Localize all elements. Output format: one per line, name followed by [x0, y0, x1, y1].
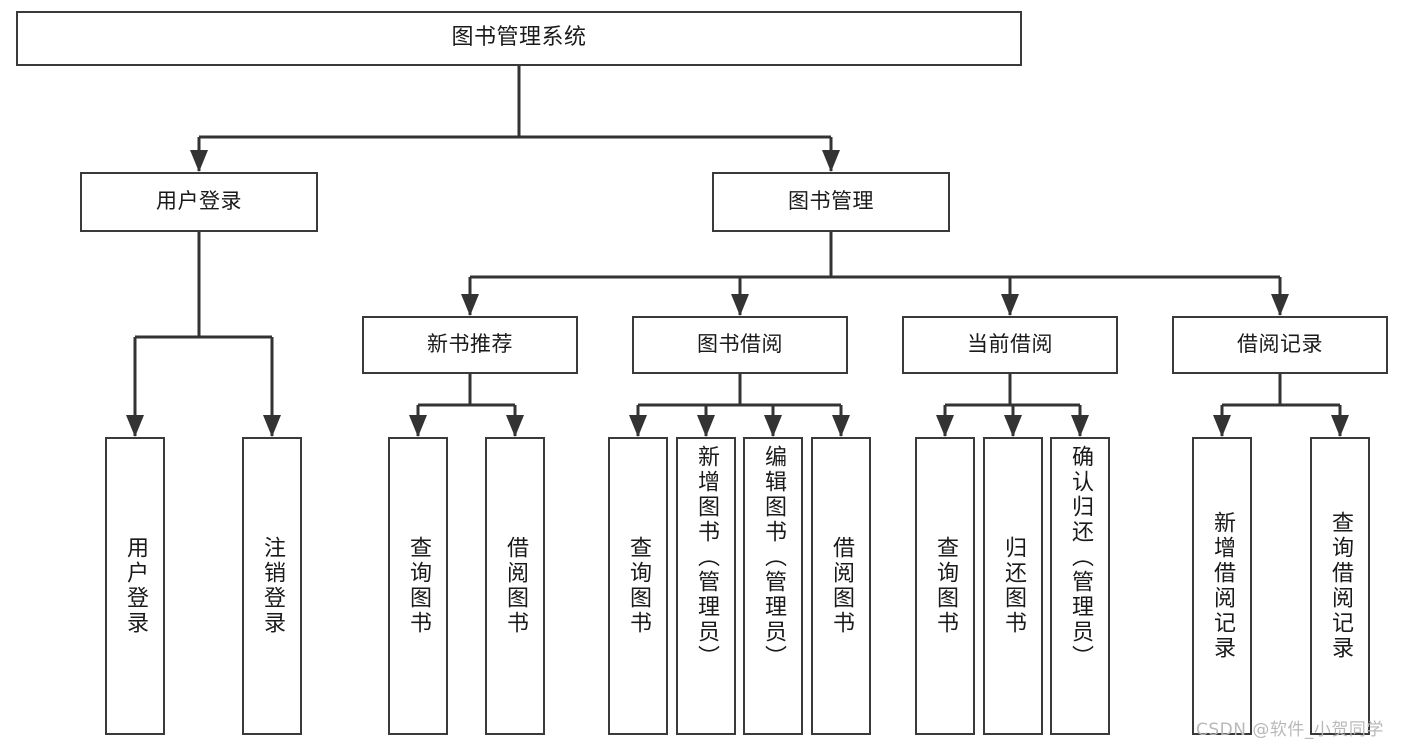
arrow-head-leaf-return-book	[1004, 415, 1022, 437]
arrow-head-leaf-query-book-2	[629, 415, 647, 437]
node-leaf-confirm-return: 确认归还（管理员）	[1050, 437, 1110, 735]
node-leaf-query-book-2: 查询图书	[608, 437, 668, 735]
arrow-head-leaf-query-book-3	[936, 415, 954, 437]
arrow-head-leaf-confirm-return	[1071, 415, 1089, 437]
node-label-leaf-confirm-return: 确认归还（管理员）	[1068, 445, 1093, 670]
node-label-current-borrow: 当前借阅	[967, 332, 1053, 357]
node-label-leaf-borrow-book-2: 借阅图书	[829, 536, 854, 636]
node-leaf-query-book-3: 查询图书	[915, 437, 975, 735]
arrow-head-leaf-logout	[263, 415, 281, 437]
arrow-head-leaf-edit-book	[764, 415, 782, 437]
arrow-head-current-borrow	[1001, 294, 1019, 316]
node-leaf-add-record: 新增借阅记录	[1192, 437, 1252, 735]
arrow-head-book-borrow	[731, 294, 749, 316]
arrow-head-user-login	[190, 150, 208, 172]
node-label-leaf-add-record: 新增借阅记录	[1210, 511, 1235, 661]
arrow-head-leaf-add-record	[1213, 415, 1231, 437]
arrow-head-borrow-record	[1271, 294, 1289, 316]
node-label-leaf-user-login: 用户登录	[123, 536, 148, 636]
arrow-head-leaf-borrow-book-1	[506, 415, 524, 437]
node-label-leaf-return-book: 归还图书	[1001, 536, 1026, 636]
node-new-book-rec: 新书推荐	[362, 316, 578, 374]
node-label-leaf-edit-book: 编辑图书（管理员）	[761, 445, 786, 670]
arrow-head-book-manage	[822, 150, 840, 172]
node-book-manage: 图书管理	[712, 172, 950, 232]
node-label-leaf-borrow-book-1: 借阅图书	[503, 536, 528, 636]
node-label-book-borrow: 图书借阅	[697, 332, 783, 357]
node-label-new-book-rec: 新书推荐	[427, 332, 513, 357]
node-label-user-login: 用户登录	[156, 189, 242, 214]
node-leaf-logout: 注销登录	[242, 437, 302, 735]
node-label-root: 图书管理系统	[451, 25, 587, 51]
node-leaf-edit-book: 编辑图书（管理员）	[743, 437, 803, 735]
node-current-borrow: 当前借阅	[902, 316, 1118, 374]
node-leaf-query-book-1: 查询图书	[388, 437, 448, 735]
node-leaf-query-record: 查询借阅记录	[1310, 437, 1370, 735]
node-label-leaf-query-record: 查询借阅记录	[1328, 511, 1353, 661]
node-label-leaf-add-book: 新增图书（管理员）	[694, 445, 719, 670]
arrow-head-new-book-rec	[461, 294, 479, 316]
node-label-leaf-logout: 注销登录	[260, 536, 285, 636]
node-borrow-record: 借阅记录	[1172, 316, 1388, 374]
node-leaf-add-book: 新增图书（管理员）	[676, 437, 736, 735]
node-label-leaf-query-book-1: 查询图书	[406, 536, 431, 636]
node-label-leaf-query-book-2: 查询图书	[626, 536, 651, 636]
node-leaf-user-login: 用户登录	[105, 437, 165, 735]
node-leaf-borrow-book-1: 借阅图书	[485, 437, 545, 735]
node-label-borrow-record: 借阅记录	[1237, 332, 1323, 357]
arrow-head-leaf-borrow-book-2	[832, 415, 850, 437]
node-leaf-borrow-book-2: 借阅图书	[811, 437, 871, 735]
node-user-login: 用户登录	[80, 172, 318, 232]
node-book-borrow: 图书借阅	[632, 316, 848, 374]
arrow-head-leaf-query-record	[1331, 415, 1349, 437]
node-leaf-return-book: 归还图书	[983, 437, 1043, 735]
node-root: 图书管理系统	[16, 11, 1022, 66]
arrow-head-leaf-user-login	[126, 415, 144, 437]
arrow-head-leaf-add-book	[697, 415, 715, 437]
node-label-leaf-query-book-3: 查询图书	[933, 536, 958, 636]
node-label-book-manage: 图书管理	[788, 189, 874, 214]
arrow-head-leaf-query-book-1	[409, 415, 427, 437]
